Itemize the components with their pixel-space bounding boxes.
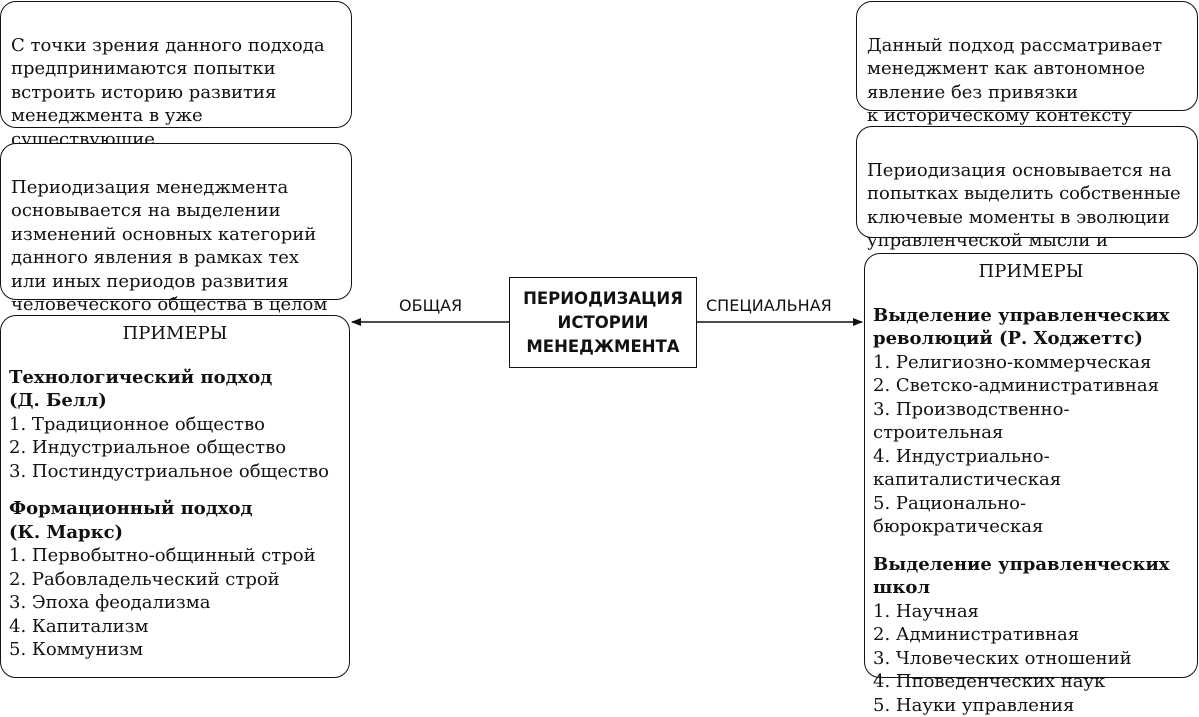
center-title: ПЕРИОДИЗАЦИЯ ИСТОРИИ МЕНЕДЖМЕНТА — [523, 287, 683, 359]
center-title-box: ПЕРИОДИЗАЦИЯ ИСТОРИИ МЕНЕДЖМЕНТА — [509, 277, 697, 368]
list-item: 5. Науки управления — [873, 694, 1189, 717]
right-arrow-label: СПЕЦИАЛЬНАЯ — [706, 296, 832, 315]
left-arrow-label: ОБЩАЯ — [399, 296, 462, 315]
